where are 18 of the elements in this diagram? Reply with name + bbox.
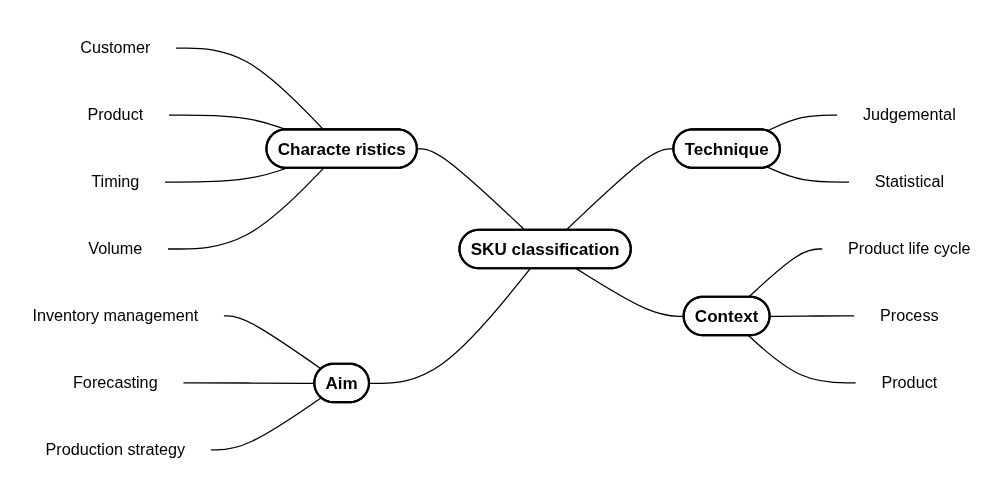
connector <box>769 315 856 318</box>
connector <box>210 397 322 451</box>
connector <box>766 166 850 183</box>
node-text: Product life cycle <box>848 239 971 258</box>
connector <box>223 315 322 370</box>
node-text: Production strategy <box>45 440 186 459</box>
node-text: Product <box>87 105 144 124</box>
node-text: Judgemental <box>862 105 956 124</box>
node-text: Product <box>881 373 938 392</box>
connector <box>167 167 325 250</box>
node-text: Forecasting <box>72 373 158 392</box>
node-text: Process <box>880 306 939 325</box>
node-text: Volume <box>88 239 143 258</box>
node-text: Customer <box>80 38 151 57</box>
connector <box>368 268 531 384</box>
node-text: Statistical <box>874 172 945 191</box>
node-text: Inventory management <box>32 306 199 325</box>
node-text: Timing <box>91 172 140 191</box>
